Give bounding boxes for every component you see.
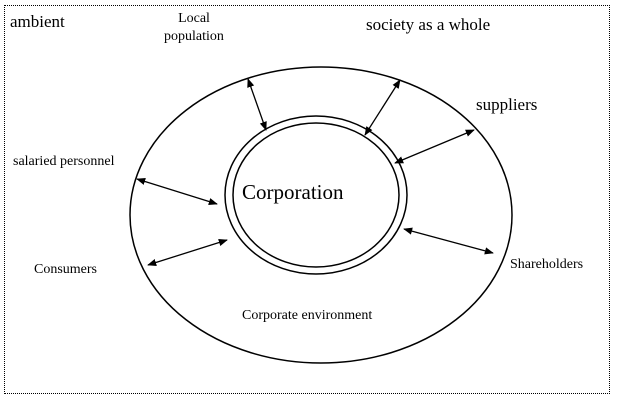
local-population-label: Local population <box>164 11 224 44</box>
arrow-local-population <box>247 78 267 131</box>
outer-ellipse <box>129 66 513 364</box>
arrow-consumers <box>147 239 228 266</box>
ambient-label: ambient <box>10 12 65 31</box>
society-label: society as a whole <box>366 15 491 34</box>
arrow-shareholders <box>403 227 494 255</box>
salaried-personnel-label: salaried personnel <box>13 154 115 169</box>
arrow-society <box>364 79 401 136</box>
inner-ring-inner <box>232 122 400 268</box>
corporate-environment-label: Corporate environment <box>242 308 373 323</box>
shareholders-label: Shareholders <box>510 257 584 272</box>
outer-frame <box>4 5 610 394</box>
corporation-label: Corporation <box>242 180 344 204</box>
inner-ring-outer <box>224 115 408 275</box>
arrow-suppliers <box>394 129 475 164</box>
suppliers-label: suppliers <box>476 95 538 114</box>
arrow-salaried-personnel <box>136 177 218 206</box>
consumers-label: Consumers <box>34 262 97 277</box>
